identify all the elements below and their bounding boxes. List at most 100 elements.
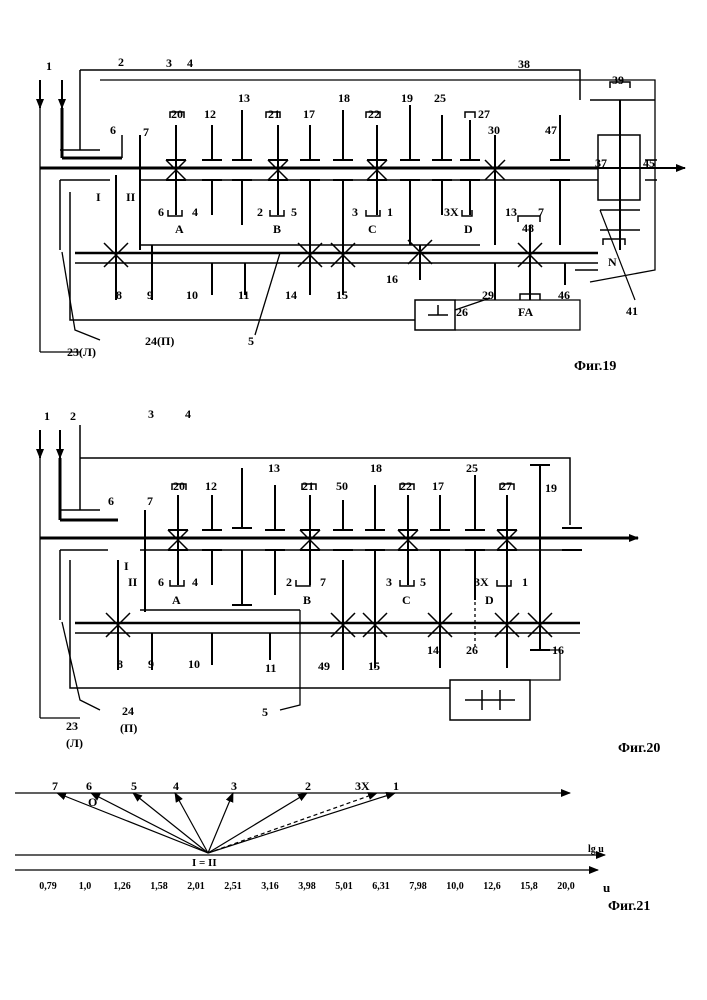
fig20-label: 6 [158, 575, 164, 589]
figure-21-caption: Фиг.21 [608, 899, 650, 914]
fig20-label: D [485, 593, 494, 607]
axis-lg-u-label: lg u [588, 844, 604, 855]
fig19-label: 19 [401, 91, 413, 105]
fig19-label: 1 [46, 59, 52, 73]
fig19-label: 39 [612, 73, 624, 87]
figure-19-labels: 1 2 3 4 38 39 6 7 20 12 13 21 17 18 22 1… [46, 55, 655, 374]
fig20-label: 9 [148, 657, 154, 671]
figure-19-caption: Фиг.19 [574, 359, 616, 374]
fig20-label: 2 [286, 575, 292, 589]
fig19-label: 47 [545, 123, 557, 137]
fig19-label: 3 [166, 56, 172, 70]
fig20-label: (Л) [66, 736, 83, 750]
fig19-label: 8 [116, 288, 122, 302]
u-scale-value: 1,0 [79, 881, 92, 892]
fig19-label: 7 [538, 205, 544, 219]
fig20-label: 19 [545, 481, 557, 495]
fig19-label: 46 [558, 288, 570, 302]
origin-label: I = II [192, 857, 217, 869]
u-scale-value: 20,0 [557, 881, 575, 892]
fig19-label: A [175, 222, 184, 236]
fig19-label: 26 [456, 305, 468, 319]
fig19-label: 20 [171, 107, 183, 121]
fig19-label: 2 [118, 55, 124, 69]
ray-label-3x: 3X [355, 779, 370, 793]
fig19-label: 37 [595, 156, 607, 170]
fig19-label: 45 [643, 156, 655, 170]
fig19-label: 17 [303, 107, 315, 121]
fig20-label: C [402, 593, 411, 607]
fig19-label: 3X [444, 205, 459, 219]
fig19-label: 5 [291, 205, 297, 219]
fig20-label: 25 [466, 461, 478, 475]
fig20-label: 1 [44, 409, 50, 423]
fig19-label: N [608, 255, 617, 269]
figure-20-scheme [40, 425, 638, 720]
fig19-label: 10 [186, 288, 198, 302]
fig20-label: 7 [147, 494, 153, 508]
fig20-label: 6 [108, 494, 114, 508]
fig19-label: 4 [192, 205, 198, 219]
fig19-label: 2 [257, 205, 263, 219]
u-scale-values: 0,791,01,261,582,012,513,163,985,016,317… [39, 881, 575, 892]
u-scale-value: 1,58 [150, 881, 168, 892]
fig20-label: 11 [265, 661, 276, 675]
u-scale-value: 3,98 [298, 881, 316, 892]
fig19-label: 41 [626, 304, 638, 318]
fig20-label: B [303, 593, 311, 607]
fig19-label: 4 [187, 56, 193, 70]
fig20-label: A [172, 593, 181, 607]
u-scale-value: 10,0 [446, 881, 464, 892]
fig19-label: 38 [518, 57, 530, 71]
fig20-label: 1 [522, 575, 528, 589]
fig20-label: 13 [268, 461, 280, 475]
fig19-label: 13 [238, 91, 250, 105]
fig19-label: 21 [268, 107, 280, 121]
fig20-label: I [124, 559, 129, 573]
u-scale-value: 6,31 [372, 881, 390, 892]
fig20-label: 4 [192, 575, 198, 589]
u-scale-value: 7,98 [409, 881, 427, 892]
fig20-label: 17 [432, 479, 444, 493]
fig20-label: 15 [368, 659, 380, 673]
fig20-label: 10 [188, 657, 200, 671]
fig19-label: II [126, 190, 136, 204]
ray-label-1: 1 [393, 779, 399, 793]
axis-u-label: u [603, 880, 610, 895]
fig20-label: 3 [386, 575, 392, 589]
figure-21-labels: 7 6 5 4 3 2 3X 1 O I = II lg u u 0,791,0… [39, 779, 650, 914]
fig19-label: 3 [352, 205, 358, 219]
fig20-label: 20 [173, 479, 185, 493]
fig20-label: 24 [122, 704, 134, 718]
u-scale-value: 3,16 [261, 881, 279, 892]
u-scale-value: 2,01 [187, 881, 205, 892]
fig20-label: 26 [466, 643, 478, 657]
fig20-label: II [128, 575, 138, 589]
fig19-label: 1 [387, 205, 393, 219]
fig19-label: 14 [285, 288, 297, 302]
fig19-label: 24(П) [145, 334, 174, 348]
u-scale-value: 0,79 [39, 881, 57, 892]
fig20-label: 2 [70, 409, 76, 423]
fig20-label: 14 [427, 643, 439, 657]
fig20-label: 18 [370, 461, 382, 475]
fig19-label: 13 [505, 205, 517, 219]
fig20-label: 50 [336, 479, 348, 493]
fig20-label: 3X [474, 575, 489, 589]
fig19-label: 48 [522, 221, 534, 235]
fig19-label: 5 [248, 334, 254, 348]
fig20-label: 7 [320, 575, 326, 589]
fig19-label: 6 [158, 205, 164, 219]
fig19-label: I [96, 190, 101, 204]
ray-label-4: 4 [173, 779, 179, 793]
fig19-label: 16 [386, 272, 398, 286]
fig19-label: 29 [482, 288, 494, 302]
fig20-label: 3 [148, 407, 154, 421]
ray-label-6: 6 [86, 779, 92, 793]
ray-label-2: 2 [305, 779, 311, 793]
fig20-label: 21 [302, 479, 314, 493]
fig20-label: 4 [185, 407, 191, 421]
ray-label-7: 7 [52, 779, 58, 793]
